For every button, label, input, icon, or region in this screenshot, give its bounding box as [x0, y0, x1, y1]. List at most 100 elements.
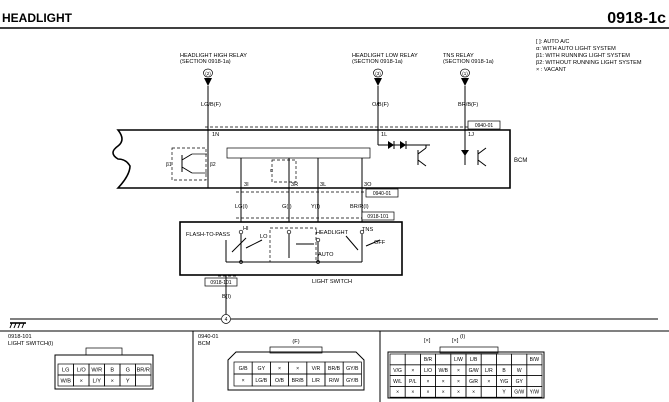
connector-pin-label: B — [502, 368, 506, 374]
bcm-pin: 3R — [291, 182, 298, 188]
connector-pin-cell — [511, 353, 528, 366]
connector-pin-label: LG/B — [255, 378, 267, 384]
connector-mid-marker: (F) — [292, 339, 299, 345]
relay-marker-circle — [203, 68, 213, 78]
connector-pin-label: G/W — [514, 390, 524, 396]
connector-pin-label: × — [442, 379, 445, 385]
wire-label: G(I) — [282, 204, 292, 210]
wire-label: LG(I) — [235, 204, 248, 210]
connector-pin-label: × — [296, 366, 299, 372]
hi-label: HI — [243, 226, 249, 232]
bcm-connector-tag — [467, 120, 501, 130]
connector-pin-cell — [435, 353, 452, 366]
relay-pin: 1J — [468, 132, 474, 138]
switch-top-connector: 0918-101 — [367, 214, 388, 220]
bcm-bottom-connector-tag — [365, 188, 399, 198]
connector-pin-label: BR/B — [328, 366, 341, 372]
ground-marker: 4 — [225, 317, 228, 323]
connector-pin-label: G/B — [239, 366, 248, 372]
connector-pin-label: × — [278, 366, 281, 372]
light-switch-outline — [179, 221, 403, 276]
relay-ref: (SECTION 0918-1a) — [443, 59, 494, 65]
relay-name: HEADLIGHT HIGH RELAY — [180, 53, 247, 59]
diagram-code: 0918-1c — [607, 10, 666, 27]
connector-pin-label: B/R — [424, 357, 433, 363]
connector-pin-label: L/O — [77, 368, 87, 374]
connector-pin-cell — [526, 375, 543, 387]
relay-wire: BR/B(F) — [458, 102, 478, 108]
relay-name: HEADLIGHT LOW RELAY — [352, 53, 418, 59]
connector-mid-label2: BCM — [198, 341, 211, 347]
relay-wire: LG/B(F) — [201, 102, 221, 108]
bcm-label: BCM — [514, 158, 527, 164]
bcm-pin: 3I — [244, 182, 249, 188]
light-switch-block: FLASH-TO-PASS HI LO HEADLIGHT TNS OFF AU… — [179, 221, 403, 276]
relay-marker-circle — [373, 68, 383, 78]
diode-icon — [400, 141, 406, 149]
connector-pin-label: V/G — [393, 368, 402, 374]
wire-label: BR/R(I) — [350, 204, 369, 210]
connector-pin-label: × — [487, 379, 490, 385]
connector-pin-label: Y/W — [530, 390, 540, 396]
connector-pin-cell — [404, 353, 421, 366]
connector-pin-label: B — [110, 368, 114, 374]
relay-high: HEADLIGHT HIGH RELAY (SECTION 0918-1a) (… — [180, 53, 247, 138]
wire-label: Y(I) — [311, 204, 320, 210]
auto-dashed-box — [271, 159, 297, 183]
connector-right-bracket: [×] — [452, 338, 459, 344]
connector-pin-label: GY/B — [346, 366, 359, 372]
connector-pin-label: × — [472, 390, 475, 396]
bcm-bottom-connector: 0940-01 — [373, 191, 392, 197]
connector-pin-label: × — [427, 379, 430, 385]
relay-marker: (2) — [205, 71, 211, 76]
connector-pin-label: × — [427, 390, 430, 396]
bcm-mark-b2: β2 — [210, 162, 216, 168]
connector-mid-label1: 0940-01 — [198, 334, 219, 340]
connector-pin-cell — [389, 353, 406, 366]
connector-pin-label: L/R — [485, 368, 493, 374]
legend-line: β1: WITH RUNNING LIGHT SYSTEM — [536, 53, 630, 59]
switch-bottom-connector-tag — [204, 277, 238, 287]
connector-pin-label: × — [411, 368, 414, 374]
connector-pin-label: BR/R — [137, 368, 150, 374]
connector-pin-label: V/R — [312, 366, 321, 372]
bcm-bus-bar — [226, 147, 371, 159]
connector-pin-label: × — [457, 379, 460, 385]
connector-pin-cell — [480, 353, 497, 366]
legend-line: × : VACANT — [536, 67, 567, 73]
connector-pin-label: G/R — [469, 379, 478, 385]
connector-pin-label: R/W — [329, 378, 339, 384]
connector-right-bracket: (I) — [460, 334, 465, 340]
connector-pin-label: B/W — [530, 357, 540, 363]
ground-wire-label: B(I) — [222, 294, 231, 300]
connector-pin-label: × — [457, 368, 460, 374]
connector-pin-cell — [526, 364, 543, 376]
connector-left-label2: LIGHT SWITCH(I) — [8, 341, 53, 347]
lo-label: LO — [260, 234, 268, 240]
connector-pin-label: L/O — [424, 368, 432, 374]
legend-line: β2: WITHOUT RUNNING LIGHT SYSTEM — [536, 60, 642, 66]
connector-pin-label: Y — [502, 390, 506, 396]
connector-pin-label: W/L — [393, 379, 402, 385]
connector-pin-label: × — [457, 390, 460, 396]
relay-marker-circle — [460, 68, 470, 78]
connector-pin-cell — [135, 374, 152, 387]
relay-ref: (SECTION 0918-1a) — [352, 59, 403, 65]
connector-pin-label: LG — [62, 368, 69, 374]
connector-pin-label: O/B — [275, 378, 284, 384]
diode-icon — [388, 141, 394, 149]
connector-pin-label: × — [242, 378, 245, 384]
bcm-block: BCM β1 β2 α — [112, 129, 527, 189]
connector-pin-cell — [526, 386, 543, 398]
legend: [ ]: AUTO A/C α: WITH AUTO LIGHT SYSTEM … — [536, 39, 642, 73]
bcm-mark-a: α — [270, 168, 273, 174]
connector-pin-label: L/Y — [93, 379, 102, 385]
connector-pin-label: W/B — [438, 368, 448, 374]
connector-pin-label: × — [442, 390, 445, 396]
connector-pin-label: W/R — [91, 368, 102, 374]
arrow-down-icon — [374, 78, 382, 86]
connector-pin-label: GY — [258, 366, 266, 372]
connector-pin-label: GY — [516, 379, 524, 385]
